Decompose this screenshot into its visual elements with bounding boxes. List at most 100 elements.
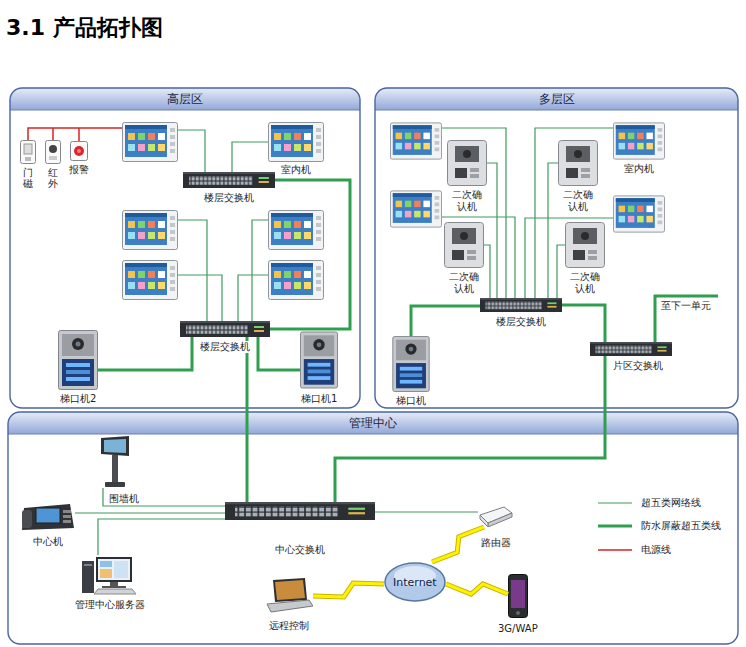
zone-band-shape (8, 412, 738, 644)
alarm-button-icon (71, 142, 88, 161)
cable-link (103, 488, 225, 506)
cable-link (98, 519, 225, 555)
indoor-unit-icon (269, 261, 324, 300)
wireless-link (446, 584, 508, 594)
device-label: 二次确 认机 (447, 271, 481, 295)
indoor-unit-icon (613, 123, 664, 159)
zone-band-shape (8, 88, 738, 644)
power-wire (28, 128, 122, 140)
indoor-unit-icon (390, 123, 441, 159)
switch-icon (590, 342, 672, 356)
server-icon (82, 557, 136, 594)
indoor-unit: 室内机 (613, 122, 665, 160)
lightning-outline (446, 584, 508, 594)
confirm-unit: 二次确 认机 (565, 222, 605, 268)
zone-band: 多层区室内机二次确 认机二次确 认机二次确 认机二次确 认机楼层交换机片区交换机… (375, 88, 738, 408)
area-switch: 片区交换机 (590, 342, 672, 356)
mobile-phone: 3G/WAP (508, 574, 528, 618)
zone-band-shape (8, 412, 738, 434)
power-wire (28, 128, 122, 141)
server: 管理中心服务器 (82, 555, 137, 595)
cable-line (562, 305, 605, 342)
device-label: 二次确 认机 (450, 189, 484, 213)
legend-samples (598, 503, 632, 550)
confirm-unit-icon (445, 223, 484, 268)
zone-band: 管理中心围墙机中心机中心交换机路由器管理中心服务器Internet远程控制3G/… (8, 412, 738, 644)
zone-band-shape (375, 88, 738, 408)
cable-line (246, 337, 249, 502)
cable-line (487, 163, 497, 298)
door-station-icon (59, 331, 98, 390)
cable-link (75, 513, 225, 514)
cable-line (258, 337, 300, 370)
device-label: 3G/WAP (497, 623, 539, 635)
device-label: Internet (392, 576, 438, 589)
zone-band-shape (375, 110, 738, 111)
device-label: 梯口机 (395, 395, 427, 407)
floor-switch: 楼层交换机 (180, 321, 270, 337)
legend-thin-line (598, 502, 632, 503)
network-wire (525, 218, 613, 298)
device-label: 二次确 认机 (561, 189, 595, 213)
cable-link (535, 128, 613, 298)
cloud-ellipse (385, 563, 445, 601)
switch-icon (183, 172, 275, 188)
cable-link (562, 305, 605, 342)
door-station: 梯口机 (392, 336, 430, 392)
device-label: 片区交换机 (612, 360, 664, 372)
floor-switch: 楼层交换机 (183, 172, 275, 188)
wireless-link (313, 583, 384, 597)
wall-station: 围墙机 (100, 436, 130, 488)
cable-line (557, 245, 565, 298)
cable-link (270, 180, 350, 329)
legend-text: 超五类网络线 (640, 497, 702, 509)
confirm-unit: 二次确 认机 (444, 222, 484, 268)
wireless-link (432, 527, 484, 562)
network-wire (442, 217, 515, 298)
network-wire (442, 128, 506, 298)
confirm-unit-icon (448, 141, 487, 186)
sensor: 红外 (45, 140, 61, 164)
device-label: 楼层交换机 (199, 341, 251, 353)
indoor-unit-icon (390, 191, 441, 227)
zone-band-shape (375, 88, 738, 110)
center-switch: 中心交换机 (225, 502, 375, 520)
cable-link (557, 245, 565, 298)
device-label: 中心交换机 (274, 544, 326, 556)
device-label: 报警 (68, 164, 90, 176)
indoor-unit-icon (269, 211, 324, 250)
cable-link (411, 306, 480, 336)
device-label: 楼层交换机 (495, 316, 547, 328)
door-sensor-icon (21, 141, 36, 164)
device-label: 路由器 (480, 537, 512, 549)
power-wire (78, 128, 80, 141)
zone-band: 高层区门磁红外报警室内机楼层交换机楼层交换机梯口机2梯口机1 (10, 88, 360, 408)
device-label: 管理中心服务器 (74, 599, 146, 611)
indoor-unit-icon (123, 211, 178, 250)
switch-icon (225, 502, 375, 520)
network-wire (178, 220, 207, 321)
cable-line (535, 128, 613, 298)
floor-switch: 楼层交换机 (480, 298, 562, 312)
device-label: 远程控制 (268, 620, 310, 632)
cable-line (75, 512, 225, 513)
cable-link (98, 337, 192, 370)
network-wire (178, 130, 205, 172)
device-label: 红外 (47, 167, 59, 189)
device-label: 楼层交换机 (203, 192, 255, 204)
zone-band-shape (8, 434, 738, 435)
cable-line (484, 245, 490, 298)
page-title: 3.1 产品拓扑图 (6, 14, 163, 42)
door-station: 梯口机1 (300, 330, 338, 390)
cable-line (375, 511, 478, 512)
confirm-unit-icon (566, 223, 605, 268)
zone-band-shape (10, 88, 360, 408)
note-label: 至下一单元 (660, 300, 712, 312)
console-icon (22, 504, 74, 530)
door-station: 梯口机2 (58, 330, 98, 390)
confirm-unit-icon (559, 141, 598, 186)
phone-icon (509, 575, 528, 618)
cable-link (247, 337, 248, 502)
indoor-unit-icon (123, 123, 178, 162)
